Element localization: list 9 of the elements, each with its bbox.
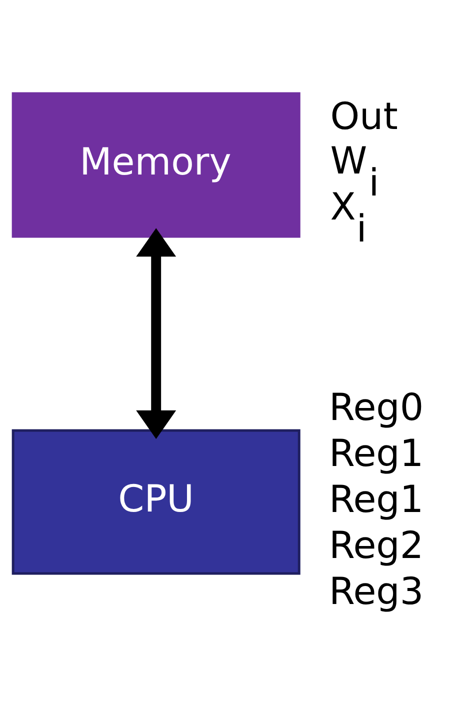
arrow — [136, 228, 176, 439]
node-label: Reg1 — [328, 430, 424, 475]
node-label: Out — [330, 94, 398, 138]
node-label: Reg3 — [328, 568, 424, 613]
node-label: Reg2 — [328, 522, 424, 567]
node-box: Memory — [12, 92, 300, 238]
node-label: Reg1 — [328, 476, 424, 521]
node-box: CPU — [12, 429, 300, 575]
node-label: Reg0 — [328, 384, 424, 429]
